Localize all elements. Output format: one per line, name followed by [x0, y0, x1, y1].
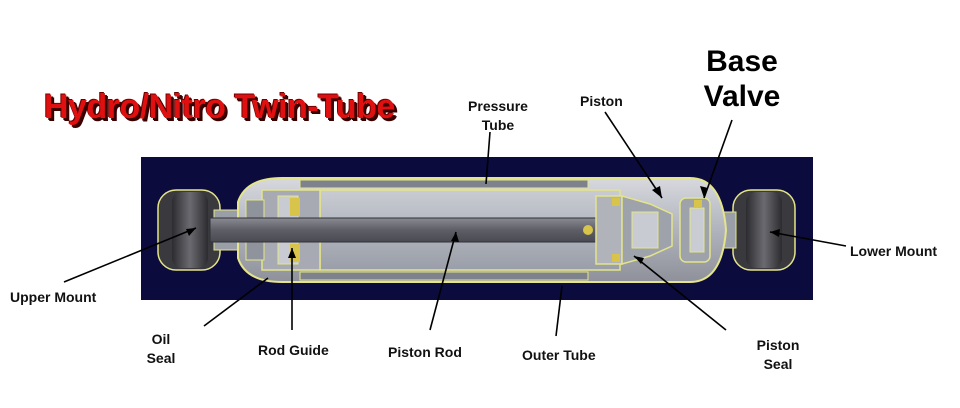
piston-seal-label-line2: Seal [763, 356, 793, 372]
outer-tube-label: Outer Tube [522, 347, 596, 363]
leader-piston-rod [429, 231, 457, 331]
base-valve [679, 197, 711, 263]
arrow-piston [652, 186, 662, 198]
rod-guide-label: Rod Guide [258, 342, 329, 358]
leader-piston-seal [633, 255, 727, 331]
base-valve-label-line2: Valve [703, 80, 781, 113]
diagram-title: Hydro/Nitro Twin-Tube [44, 88, 395, 126]
callout-lines [63, 111, 847, 337]
piston-rod-label: Piston Rod [388, 344, 462, 360]
pressure-tube-band [299, 179, 589, 189]
leader-upper-mount [63, 227, 197, 283]
arrow-piston-seal [634, 256, 644, 264]
arrow-lower-mount [770, 229, 780, 237]
arrow-upper-mount [186, 228, 196, 236]
piston-seal-label-line1: Piston [756, 337, 800, 353]
oil-seal-label-line2: Seal [146, 350, 176, 366]
arrow-rod-guide [288, 248, 296, 258]
leader-outer-tube [555, 285, 563, 337]
callout-arrowheads [186, 186, 780, 264]
arrow-piston-rod [451, 232, 459, 242]
piston-rod [209, 217, 599, 243]
piston-label: Piston [580, 93, 623, 109]
oil-seal-label: Oil Seal [136, 330, 186, 368]
oil-seal-label-line1: Oil [151, 331, 171, 347]
upper-mount-label: Upper Mount [10, 289, 97, 305]
pressure-tube-label: Pressure Tube [458, 97, 538, 135]
leader-pressure-tube [485, 131, 491, 185]
pressure-tube-label-line1: Pressure [468, 98, 528, 114]
pressure-tube-label-line2: Tube [481, 117, 515, 133]
piston-seal-label: Piston Seal [750, 336, 806, 374]
piston-assembly [583, 195, 673, 265]
arrow-base-valve [700, 186, 708, 198]
base-valve-label-line1: Base [706, 45, 778, 78]
leader-oil-seal [203, 277, 269, 327]
leader-lower-mount [769, 231, 847, 247]
leader-piston [604, 111, 663, 199]
base-valve-label: Base Valve [692, 44, 792, 114]
leader-base-valve [703, 119, 733, 199]
lower-mount-label: Lower Mount [850, 243, 938, 259]
